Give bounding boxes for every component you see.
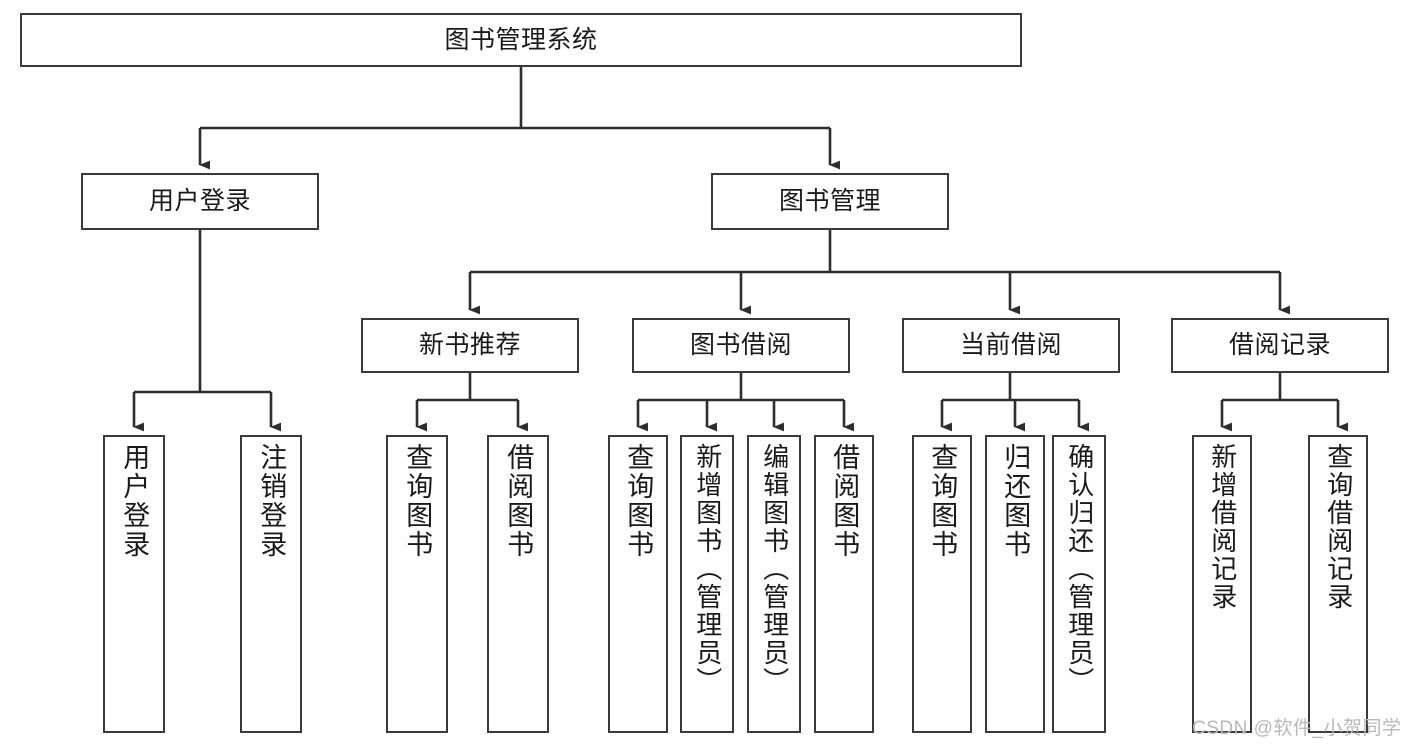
node-leaf-query-book-3[interactable]: 查询图书 bbox=[912, 435, 972, 733]
node-book-borrow[interactable]: 图书借阅 bbox=[632, 318, 850, 373]
node-new-book-recommend[interactable]: 新书推荐 bbox=[361, 318, 579, 373]
node-leaf-return-book-label: 归还图书 bbox=[1000, 443, 1031, 559]
node-leaf-query-book-3-label: 查询图书 bbox=[927, 443, 958, 559]
node-leaf-add-borrow-record-label: 新增借阅记录 bbox=[1207, 443, 1238, 611]
node-leaf-borrow-book-2-label: 借阅图书 bbox=[829, 443, 860, 559]
node-current-borrow-label: 当前借阅 bbox=[959, 331, 1062, 360]
node-leaf-edit-book-label: 编辑图书（管理员） bbox=[759, 443, 790, 695]
node-leaf-borrow-book-2[interactable]: 借阅图书 bbox=[814, 435, 874, 733]
node-leaf-user-login-label: 用户登录 bbox=[119, 443, 150, 559]
watermark: CSDN @软件_小贺同学 bbox=[1192, 718, 1402, 739]
node-leaf-edit-book[interactable]: 编辑图书（管理员） bbox=[747, 435, 801, 733]
node-leaf-query-book-2[interactable]: 查询图书 bbox=[608, 435, 668, 733]
node-leaf-query-book-2-label: 查询图书 bbox=[623, 443, 654, 559]
node-leaf-user-login[interactable]: 用户登录 bbox=[103, 435, 165, 733]
node-leaf-confirm-return-label: 确认归还（管理员） bbox=[1064, 443, 1095, 695]
node-leaf-query-book-1[interactable]: 查询图书 bbox=[386, 435, 448, 733]
node-new-book-recommend-label: 新书推荐 bbox=[418, 331, 521, 360]
node-leaf-query-borrow-record-label: 查询借阅记录 bbox=[1323, 443, 1354, 611]
node-leaf-query-borrow-record[interactable]: 查询借阅记录 bbox=[1308, 435, 1368, 733]
node-book-management-label: 图书管理 bbox=[778, 187, 881, 216]
node-book-management[interactable]: 图书管理 bbox=[711, 173, 949, 230]
node-root[interactable]: 图书管理系统 bbox=[20, 13, 1022, 67]
node-leaf-logout-label: 注销登录 bbox=[256, 443, 287, 559]
node-leaf-return-book[interactable]: 归还图书 bbox=[985, 435, 1045, 733]
node-leaf-query-book-1-label: 查询图书 bbox=[402, 443, 433, 559]
node-leaf-add-book-label: 新增图书（管理员） bbox=[692, 443, 723, 695]
node-leaf-logout[interactable]: 注销登录 bbox=[240, 435, 302, 733]
node-root-label: 图书管理系统 bbox=[444, 25, 598, 54]
node-borrow-records[interactable]: 借阅记录 bbox=[1171, 318, 1389, 373]
node-user-login[interactable]: 用户登录 bbox=[81, 173, 319, 230]
node-leaf-add-book[interactable]: 新增图书（管理员） bbox=[680, 435, 734, 733]
node-leaf-borrow-book-1[interactable]: 借阅图书 bbox=[487, 435, 549, 733]
node-leaf-confirm-return[interactable]: 确认归还（管理员） bbox=[1052, 435, 1106, 733]
node-user-login-label: 用户登录 bbox=[148, 187, 251, 216]
node-leaf-borrow-book-1-label: 借阅图书 bbox=[503, 443, 534, 559]
node-current-borrow[interactable]: 当前借阅 bbox=[902, 318, 1120, 373]
node-leaf-add-borrow-record[interactable]: 新增借阅记录 bbox=[1192, 435, 1252, 733]
node-borrow-records-label: 借阅记录 bbox=[1228, 331, 1331, 360]
node-book-borrow-label: 图书借阅 bbox=[689, 331, 792, 360]
